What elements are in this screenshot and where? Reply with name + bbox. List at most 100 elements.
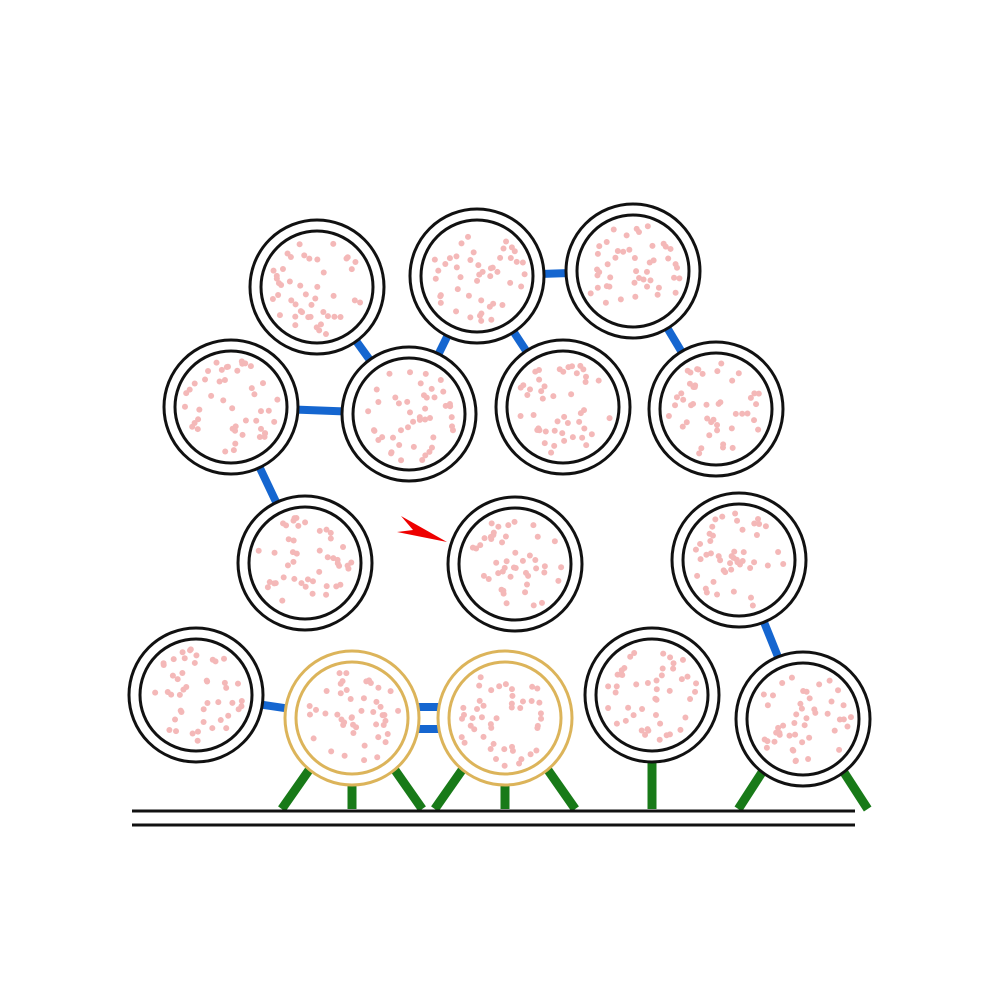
neurotransmitter-dot [273,272,280,279]
neurotransmitter-dot [691,383,698,390]
neurotransmitter-dot [655,284,662,291]
neurotransmitter-dot [453,253,460,260]
neurotransmitter-dot [740,549,747,556]
neurotransmitter-dot [613,683,620,690]
neurotransmitter-dot [183,683,190,690]
neurotransmitter-dot [714,427,721,434]
neurotransmitter-dot [596,269,603,276]
neurotransmitter-dot [633,681,640,688]
neurotransmitter-dot [660,240,667,247]
neurotransmitter-dot [242,417,249,424]
neurotransmitter-dot [670,660,677,667]
neurotransmitter-dot [181,403,188,410]
neurotransmitter-dot [650,257,657,264]
neurotransmitter-dot [798,705,805,712]
neurotransmitter-dot [714,422,721,429]
neurotransmitter-dot [487,745,494,752]
neurotransmitter-dot [447,403,454,410]
vesicle-v6 [494,338,632,476]
neurotransmitter-dot [739,526,746,533]
neurotransmitter-dot [524,581,531,588]
neurotransmitter-dot [290,558,297,565]
neurotransmitter-dot [505,522,512,529]
neurotransmitter-dot [344,254,351,261]
neurotransmitter-dot [536,376,543,383]
neurotransmitter-dot [667,654,674,661]
neurotransmitter-dot [697,556,704,563]
neurotransmitter-dot [334,560,341,567]
neurotransmitter-dot [497,254,504,261]
neurotransmitter-dot [218,366,225,373]
neurotransmitter-dot [835,687,842,694]
neurotransmitter-dot [806,734,813,741]
neurotransmitter-dot [512,564,519,571]
neurotransmitter-dot [619,671,626,678]
neurotransmitter-dot [478,297,485,304]
neurotransmitter-dot [620,248,627,255]
neurotransmitter-dot [196,406,203,413]
neurotransmitter-dot [178,708,185,715]
neurotransmitter-dot [538,599,545,606]
neurotransmitter-dot [487,273,494,280]
neurotransmitter-dot [223,684,230,691]
neurotransmitter-dot [465,233,472,240]
neurotransmitter-dot [755,516,762,523]
neurotransmitter-dot [302,291,309,298]
neurotransmitter-dot [337,680,344,687]
neurotransmitter-dot [706,530,713,537]
neurotransmitter-dot [534,724,541,731]
neurotransmitter-dot [337,690,344,697]
neurotransmitter-dot [216,378,223,385]
neurotransmitter-dot [538,715,545,722]
neurotransmitter-dot [297,308,304,315]
neurotransmitter-dot [719,444,726,451]
neurotransmitter-dot [379,434,386,441]
neurotransmitter-dot [623,232,630,239]
neurotransmitter-dot [448,414,455,421]
neurotransmitter-dot [280,520,287,527]
neurotransmitter-dot [520,382,527,389]
neurotransmitter-dot [270,267,277,274]
neurotransmitter-dot [501,746,508,753]
neurotransmitter-dot [330,555,337,562]
neurotransmitter-dot [422,370,429,377]
neurotransmitter-dot [366,677,373,684]
neurotransmitter-dot [301,252,308,259]
neurotransmitter-dot [431,256,438,263]
neurotransmitter-dot [204,699,211,706]
neurotransmitter-dot [551,442,558,449]
neurotransmitter-dot [803,688,810,695]
vesicle-inner-membrane [658,351,774,467]
neurotransmitter-dot [602,299,609,306]
neurotransmitter-dot [678,676,685,683]
neurotransmitter-dot [423,394,430,401]
neurotransmitter-dot [551,427,558,434]
neurotransmitter-dot [612,254,619,261]
neurotransmitter-dot [606,415,613,422]
snare-anchor [734,764,770,812]
neurotransmitter-dot [495,523,502,530]
neurotransmitter-dot [499,301,506,308]
anchor-layer [278,756,872,812]
neurotransmitter-dot [643,268,650,275]
neurotransmitter-dot [771,738,778,745]
neurotransmitter-dot [605,683,612,690]
neurotransmitter-dot [291,515,298,522]
neurotransmitter-dot [269,295,276,302]
neurotransmitter-dot [221,655,228,662]
neurotransmitter-dot [316,547,323,554]
neurotransmitter-dot [229,699,236,706]
neurotransmitter-dot [275,280,282,287]
neurotransmitter-dot [786,732,793,739]
neurotransmitter-dot [475,262,482,269]
neurotransmitter-dot [720,567,727,574]
neurotransmitter-dot [398,457,405,464]
neurotransmitter-dot [607,274,614,281]
neurotransmitter-dot [764,702,771,709]
neurotransmitter-dot [680,396,687,403]
neurotransmitter-dot [284,250,291,257]
neurotransmitter-dot [710,416,717,423]
neurotransmitter-dot [160,661,167,668]
neurotransmitter-dot [488,520,495,527]
neurotransmitter-dot [656,736,663,743]
